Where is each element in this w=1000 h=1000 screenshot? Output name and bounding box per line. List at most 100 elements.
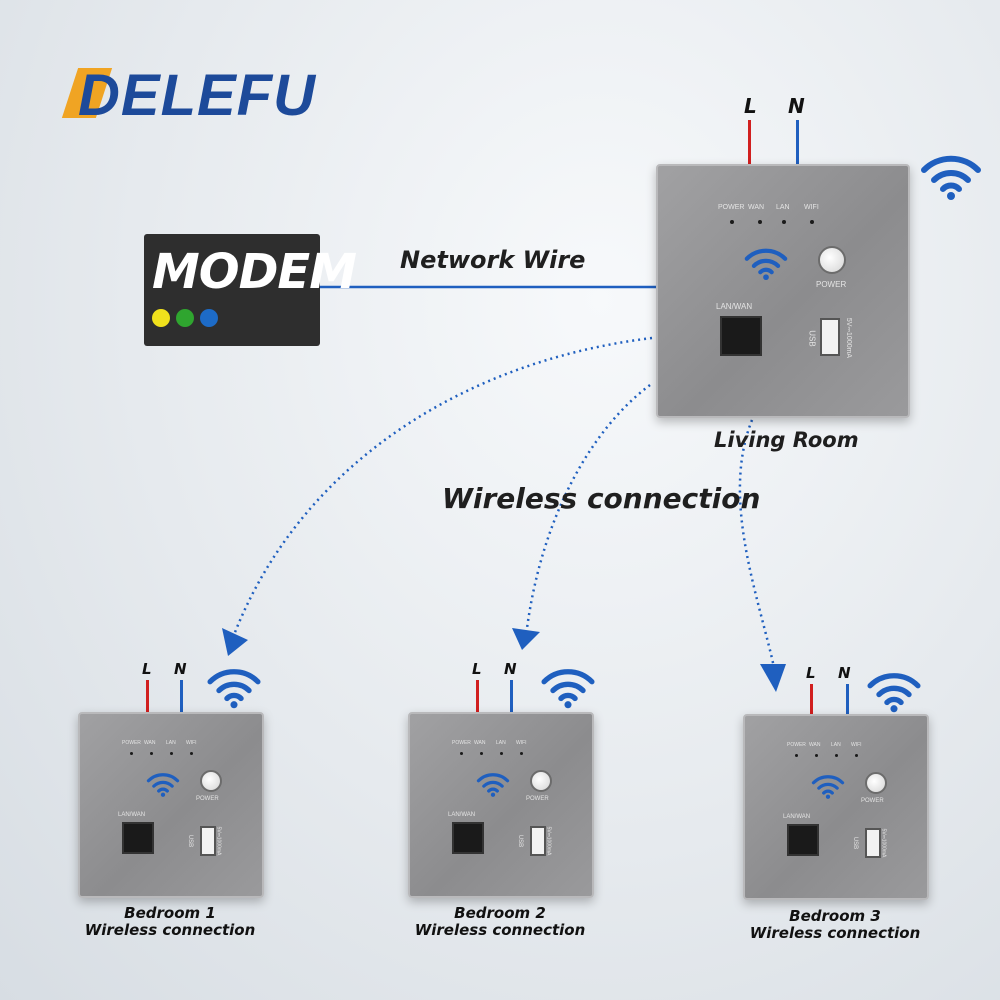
brand-logo: DELEFU bbox=[78, 63, 316, 128]
lan-led bbox=[782, 220, 786, 224]
wifi-icon bbox=[541, 669, 595, 709]
wan-led bbox=[758, 220, 762, 224]
bedroom-1-name: Bedroom 1 bbox=[124, 904, 216, 922]
wan-led bbox=[480, 752, 483, 755]
usb-port[interactable] bbox=[530, 826, 546, 856]
indicator-label-wifi: WIFI bbox=[804, 204, 819, 211]
usb-spec: 5V⎓1000mA bbox=[545, 826, 552, 856]
neutral-wire-label: N bbox=[174, 660, 187, 678]
neutral-wire bbox=[180, 680, 183, 712]
indicator-label-power: POWER bbox=[787, 742, 806, 748]
usb-spec: 5V⎓1000mA bbox=[880, 828, 887, 858]
neutral-wire bbox=[846, 684, 849, 714]
indicator-label-lan: LAN bbox=[166, 740, 176, 746]
neutral-wire bbox=[796, 120, 799, 164]
power-led bbox=[730, 220, 734, 224]
live-wire-label: L bbox=[744, 94, 757, 118]
bedroom-3-caption: Bedroom 3 Wireless connection bbox=[735, 908, 935, 942]
live-wire bbox=[476, 680, 479, 712]
neutral-wire-label: N bbox=[788, 94, 805, 118]
indicator-label-wifi: WIFI bbox=[851, 742, 862, 748]
power-label: POWER bbox=[816, 280, 847, 289]
power-button[interactable] bbox=[530, 770, 552, 792]
live-wire bbox=[748, 120, 751, 164]
indicator-label-wan: WAN bbox=[748, 204, 765, 211]
bedroom-2-router: POWER WAN LAN WIFI POWER LAN/WAN USB 5V⎓… bbox=[408, 712, 594, 898]
power-led bbox=[130, 752, 133, 755]
neutral-wire-label: N bbox=[838, 664, 851, 682]
bedroom-1-caption: Bedroom 1 Wireless connection bbox=[70, 905, 270, 939]
network-wire-label: Network Wire bbox=[400, 246, 586, 274]
arrow-down-icon bbox=[760, 664, 786, 692]
usb-port[interactable] bbox=[865, 828, 881, 858]
wireless-path-bedroom-2 bbox=[524, 384, 651, 637]
wifi-led bbox=[520, 752, 523, 755]
power-button[interactable] bbox=[865, 772, 887, 794]
wifi-icon bbox=[207, 669, 261, 709]
bedroom-3-subtitle: Wireless connection bbox=[749, 924, 921, 942]
indicator-label-power: POWER bbox=[718, 204, 745, 211]
live-wire bbox=[146, 680, 149, 712]
lan-led bbox=[500, 752, 503, 755]
bedroom-1-router: POWER WAN LAN WIFI POWER LAN/WAN USB 5V⎓… bbox=[78, 712, 264, 898]
indicator-label-wan: WAN bbox=[809, 742, 821, 748]
wireless-connection-label: Wireless connection bbox=[442, 482, 761, 515]
usb-port[interactable] bbox=[820, 318, 840, 356]
power-button[interactable] bbox=[818, 246, 846, 274]
indicator-label-power: POWER bbox=[452, 740, 471, 746]
wifi-icon bbox=[811, 775, 845, 799]
ethernet-port[interactable] bbox=[122, 822, 154, 854]
bedroom-2-caption: Bedroom 2 Wireless connection bbox=[400, 905, 600, 939]
wifi-led bbox=[190, 752, 193, 755]
power-label: POWER bbox=[196, 796, 219, 802]
power-button[interactable] bbox=[200, 770, 222, 792]
wan-led bbox=[815, 754, 818, 757]
ethernet-port[interactable] bbox=[720, 316, 762, 356]
ethernet-port[interactable] bbox=[452, 822, 484, 854]
wireless-path-bedroom-1 bbox=[230, 336, 653, 641]
arrow-down-icon bbox=[512, 628, 540, 650]
wifi-led bbox=[810, 220, 814, 224]
usb-spec: 5V⎓1000mA bbox=[215, 826, 222, 856]
usb-label: USB bbox=[807, 330, 817, 347]
usb-label: USB bbox=[517, 834, 524, 848]
modem-indicator-blue bbox=[200, 309, 218, 327]
wireless-path-bedroom-3 bbox=[738, 419, 777, 673]
wan-led bbox=[150, 752, 153, 755]
live-wire-label: L bbox=[806, 664, 816, 682]
ethernet-port[interactable] bbox=[787, 824, 819, 856]
usb-label: USB bbox=[852, 836, 859, 850]
lan-led bbox=[170, 752, 173, 755]
arrow-down-icon bbox=[222, 628, 248, 656]
bedroom-3-router: POWER WAN LAN WIFI POWER LAN/WAN USB 5V⎓… bbox=[743, 714, 929, 900]
live-wire-label: L bbox=[142, 660, 152, 678]
usb-label: USB bbox=[187, 834, 194, 848]
wifi-led bbox=[855, 754, 858, 757]
port-label: LAN/WAN bbox=[783, 814, 811, 820]
bedroom-3-name: Bedroom 3 bbox=[789, 907, 881, 925]
power-label: POWER bbox=[861, 798, 884, 804]
live-wire bbox=[810, 684, 813, 714]
modem-box bbox=[144, 234, 320, 346]
neutral-wire bbox=[510, 680, 513, 712]
wifi-icon bbox=[744, 248, 788, 281]
power-led bbox=[460, 752, 463, 755]
indicator-label-wifi: WIFI bbox=[186, 740, 197, 746]
indicator-label-wan: WAN bbox=[144, 740, 156, 746]
indicator-label-lan: LAN bbox=[496, 740, 506, 746]
modem-indicator-yellow bbox=[152, 309, 170, 327]
modem-indicator-green bbox=[176, 309, 194, 327]
modem-label: MODEM bbox=[152, 244, 357, 300]
bedroom-2-subtitle: Wireless connection bbox=[414, 921, 586, 939]
indicator-label-lan: LAN bbox=[831, 742, 841, 748]
live-wire-label: L bbox=[472, 660, 482, 678]
port-label: LAN/WAN bbox=[448, 812, 476, 818]
indicator-label-wan: WAN bbox=[474, 740, 486, 746]
wifi-icon bbox=[146, 773, 180, 797]
usb-port[interactable] bbox=[200, 826, 216, 856]
indicator-label-wifi: WIFI bbox=[516, 740, 527, 746]
living-room-caption: Living Room bbox=[714, 428, 859, 452]
indicator-label-lan: LAN bbox=[776, 204, 790, 211]
wifi-icon bbox=[476, 773, 510, 797]
